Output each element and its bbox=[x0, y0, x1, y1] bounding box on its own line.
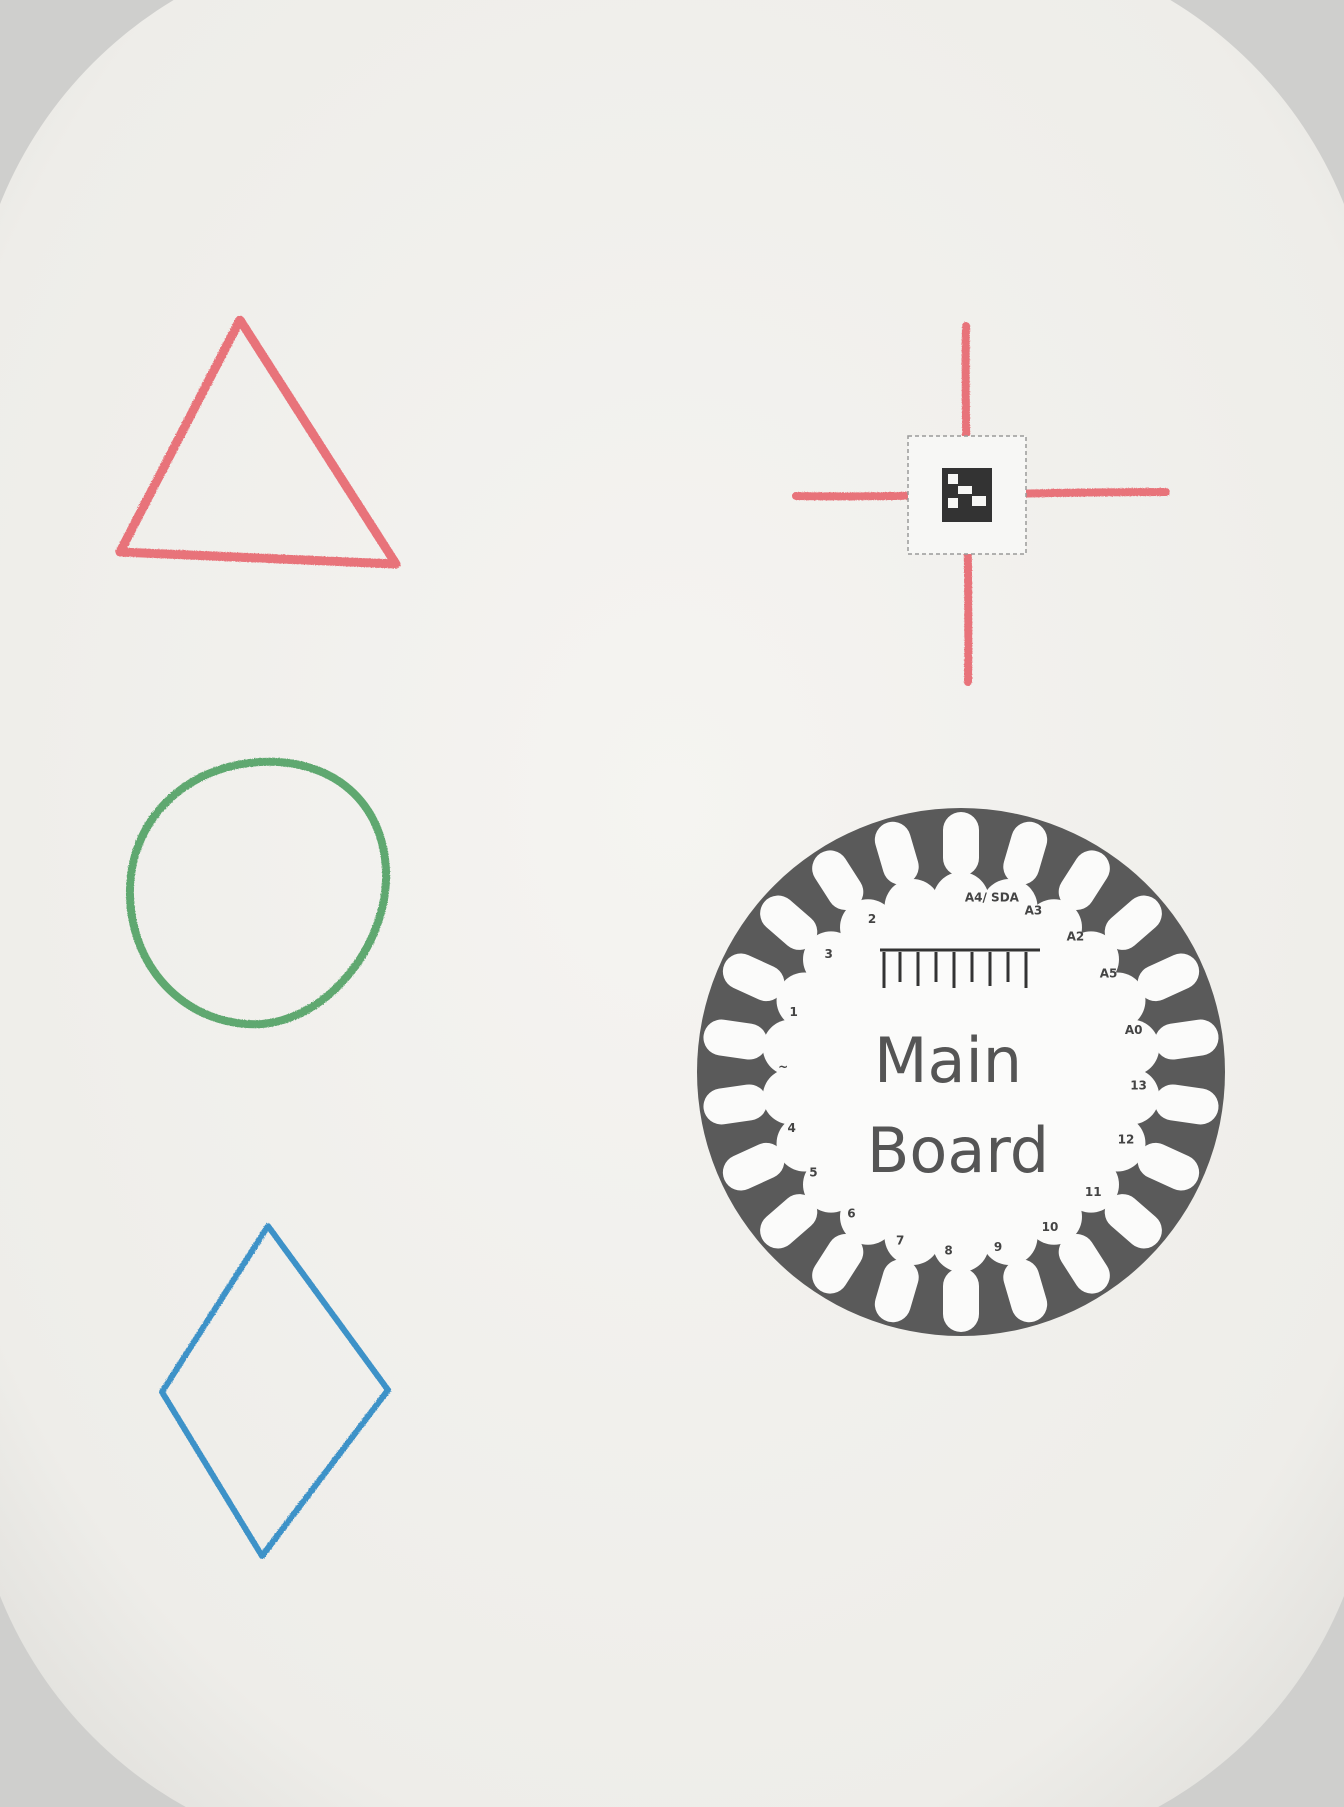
board-pad bbox=[812, 1234, 864, 1294]
board-scallop bbox=[933, 1216, 989, 1272]
board-pin-label: 11 bbox=[1085, 1185, 1102, 1199]
board-scallop bbox=[840, 899, 897, 956]
board-scallop bbox=[803, 931, 860, 988]
board-pad bbox=[1137, 953, 1200, 1002]
board-pad bbox=[703, 1019, 768, 1060]
board-pin-label: ~ bbox=[778, 1060, 788, 1074]
board-scallop bbox=[1103, 1068, 1160, 1125]
board-scallop bbox=[1025, 899, 1082, 956]
board-scallop bbox=[762, 1068, 819, 1125]
board-pad bbox=[1058, 1234, 1110, 1294]
board-pad bbox=[1104, 895, 1162, 950]
board-scallop bbox=[840, 1188, 897, 1245]
board-scallop bbox=[1062, 931, 1119, 988]
board-pad bbox=[722, 1142, 785, 1191]
board-pin-label: A3 bbox=[1025, 903, 1043, 917]
board-pad bbox=[943, 1268, 979, 1332]
board-pin-label: 1 bbox=[790, 1005, 798, 1019]
board-pad bbox=[1003, 1259, 1048, 1323]
board-scallop bbox=[981, 1209, 1038, 1266]
board-pin-label: 7 bbox=[896, 1233, 904, 1247]
board-pad bbox=[1154, 1019, 1219, 1060]
board-label-board: Board bbox=[867, 1114, 1049, 1187]
board-pad bbox=[1058, 850, 1110, 910]
board-scallop bbox=[1103, 1019, 1160, 1076]
board-scallop bbox=[803, 1156, 860, 1213]
board-pin-label: 6 bbox=[847, 1206, 855, 1220]
board-pad bbox=[943, 812, 979, 876]
board-pad bbox=[1154, 1084, 1219, 1125]
board-pin-label: 2 bbox=[868, 912, 876, 926]
board-pad bbox=[760, 895, 818, 950]
board-pin-label: A0 bbox=[1125, 1023, 1143, 1037]
red-triangle-stitch bbox=[115, 315, 401, 569]
board-pin-label: 12 bbox=[1118, 1133, 1135, 1147]
blue-diamond-stitch bbox=[159, 1223, 391, 1559]
board-scallop bbox=[933, 872, 989, 928]
board-pin-label: 10 bbox=[1042, 1220, 1059, 1234]
board-pad bbox=[1137, 1142, 1200, 1191]
board-pad bbox=[1003, 821, 1048, 885]
board-pad bbox=[760, 1194, 818, 1249]
board-scallop bbox=[762, 1019, 819, 1076]
board-scallop bbox=[1089, 972, 1146, 1029]
board-pin-label: A2 bbox=[1067, 930, 1085, 944]
board-scallop bbox=[1089, 1115, 1146, 1172]
board-pin-label: 9 bbox=[994, 1240, 1002, 1254]
board-pin-label: 13 bbox=[1130, 1078, 1147, 1092]
main-board: 2 3 1 ~4 5 6 7 8 9 10 11 12 13 A0 A5 A2 A3 A4/ SDA Main B… bbox=[697, 808, 1225, 1336]
board-scallop bbox=[884, 878, 941, 935]
board-label-main: Main bbox=[874, 1024, 1022, 1097]
board-pad bbox=[1104, 1194, 1162, 1249]
board-pad bbox=[874, 1259, 919, 1323]
board-scallop bbox=[981, 878, 1038, 935]
board-scallop bbox=[1062, 1156, 1119, 1213]
board-scallop bbox=[884, 1209, 941, 1266]
board-center bbox=[789, 900, 1133, 1244]
board-pad bbox=[703, 1084, 768, 1125]
board-pad bbox=[812, 850, 864, 910]
board-pad bbox=[874, 821, 919, 885]
board-pin-label: 3 bbox=[825, 947, 833, 961]
board-pin-label: 8 bbox=[944, 1244, 952, 1258]
board-pin-label: 5 bbox=[809, 1166, 817, 1180]
board-pad bbox=[722, 953, 785, 1002]
board-scallop bbox=[776, 1115, 833, 1172]
board-pin-label: 4 bbox=[788, 1121, 796, 1135]
board-scallop bbox=[1025, 1188, 1082, 1245]
board-pin-label: A5 bbox=[1100, 966, 1118, 980]
green-circle-stitch bbox=[125, 757, 391, 1029]
board-header bbox=[880, 948, 1040, 988]
board-scallop bbox=[776, 972, 833, 1029]
board-pin-label: A4/ SDA bbox=[965, 891, 1020, 905]
fiducial-marker bbox=[907, 435, 1027, 555]
